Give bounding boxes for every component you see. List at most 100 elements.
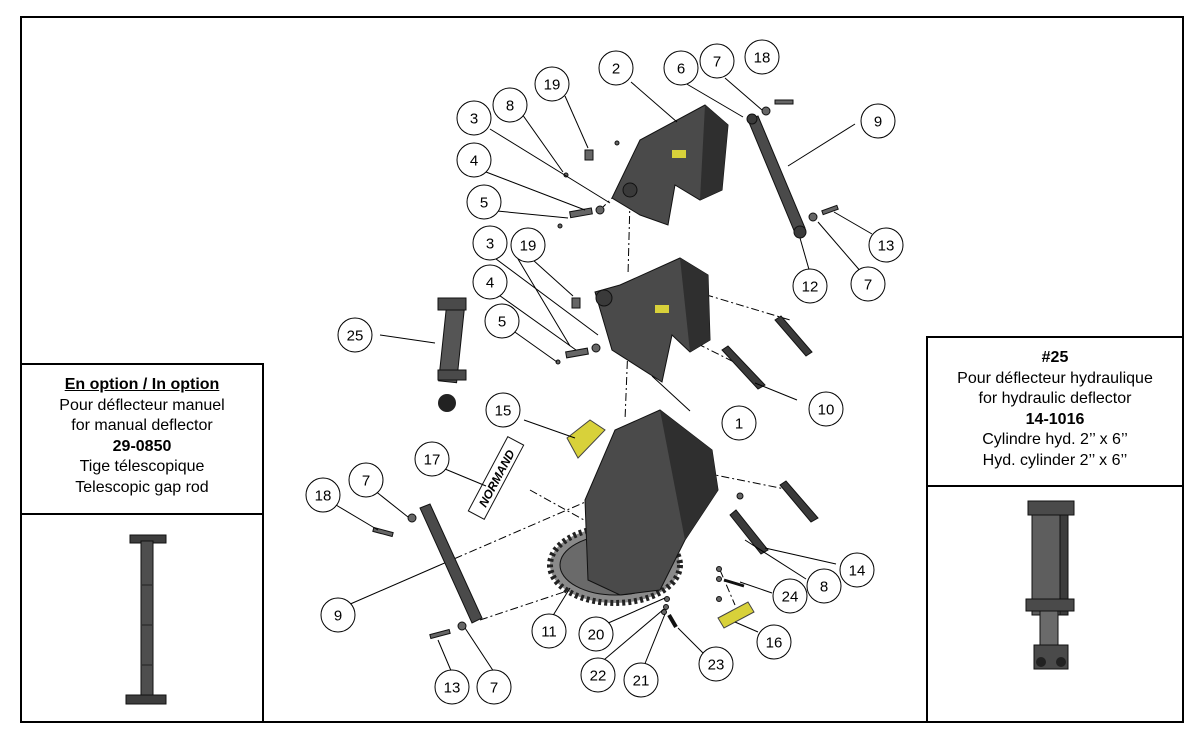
part-yellow-decal [566,419,606,459]
part-yellow-plate [717,601,755,629]
callout-label: 3 [470,111,478,128]
left-option-text: En option / In option Pour déflecteur ma… [22,375,262,498]
callout-label: 13 [878,238,895,255]
right-option-box: #25 Pour déflecteur hydraulique for hydr… [926,336,1184,723]
part-top-deflector [611,104,729,226]
callout-label: 18 [315,488,332,505]
left-option-part-number: 29-0850 [112,437,172,455]
left-option-heading: En option / In option [64,376,220,393]
callout-label: 2 [612,61,620,78]
callout-8: 8 [806,568,842,604]
callout-1: 1 [721,405,757,441]
callout-13: 13 [868,227,904,263]
callout-12: 12 [792,268,828,304]
callout-label: 3 [486,236,494,253]
callout-label: 5 [480,195,488,212]
leader-lines [335,77,873,674]
callout-label: 4 [470,153,478,170]
callout-8: 8 [492,87,528,123]
callout-label: 25 [347,328,364,345]
left-box-divider [22,513,262,515]
callout-7: 7 [850,266,886,302]
callout-label: 1 [735,416,743,433]
callout-15: 15 [485,392,521,428]
part-lower-link [419,503,483,624]
callout-label: 9 [874,114,882,131]
right-option-line4: Hyd. cylinder 2’’ x 6’’ [982,451,1128,469]
callout-19: 19 [510,227,546,263]
callout-20: 20 [578,616,614,652]
callout-2: 2 [598,50,634,86]
left-option-box: En option / In option Pour déflecteur ma… [20,363,264,723]
callout-23: 23 [698,646,734,682]
callout-label: 6 [677,61,685,78]
callout-label: 22 [590,668,607,685]
right-option-line3: Cylindre hyd. 2’’ x 6’’ [982,431,1128,448]
callout-4: 4 [472,264,508,300]
callout-11: 11 [531,613,567,649]
callout-label: 8 [506,98,514,115]
callout-label: 11 [541,624,557,641]
callout-18: 18 [744,39,780,75]
part-blades [721,315,819,555]
part-hydraulic-cylinder [437,297,467,412]
callout-label: 13 [444,680,461,697]
callout-9: 9 [320,597,356,633]
callout-label: 17 [424,452,441,469]
callout-6: 6 [663,50,699,86]
callout-label: 9 [334,608,342,625]
callout-13: 13 [434,669,470,705]
callout-5: 5 [484,303,520,339]
callout-16: 16 [756,624,792,660]
telescopic-rod-image [125,534,167,705]
left-option-line2: for manual deflector [71,417,213,434]
right-option-line2: for hydraulic deflector [978,390,1132,407]
part-normand-decal: NORMAND [467,436,525,520]
callout-label: 18 [754,50,771,67]
callout-14: 14 [839,552,875,588]
callout-label: 7 [713,54,721,71]
part-upper-link [746,113,807,239]
hardware [372,99,839,640]
callout-label: 4 [486,275,494,292]
callout-3: 3 [472,225,508,261]
callout-25: 25 [337,317,373,353]
callout-7: 7 [476,669,512,705]
callout-9: 9 [860,103,896,139]
callout-label: 14 [849,563,866,580]
callout-label: 12 [802,279,819,296]
callout-label: 8 [820,579,828,596]
callout-7: 7 [699,43,735,79]
callout-7: 7 [348,462,384,498]
callout-label: 10 [818,402,835,419]
callout-label: 21 [633,673,650,690]
right-option-text: #25 Pour déflecteur hydraulique for hydr… [928,348,1182,471]
callout-21: 21 [623,662,659,698]
left-option-line3: Tige télescopique [79,458,205,475]
callout-3: 3 [456,100,492,136]
callout-label: 7 [864,277,872,294]
hydraulic-cylinder-image [1025,500,1075,670]
part-middle-deflector [594,257,711,383]
right-box-divider [928,485,1182,487]
right-option-line1: Pour déflecteur hydraulique [957,369,1153,387]
right-option-heading: #25 [1041,349,1069,366]
callout-label: 16 [766,635,783,652]
part-chute-ring [547,409,719,606]
callout-label: 15 [495,403,512,420]
callout-label: 19 [544,77,561,94]
callout-label: 19 [520,238,537,255]
callout-label: 7 [490,680,498,697]
left-option-line4: Telescopic gap rod [75,478,209,496]
callout-17: 17 [414,441,450,477]
callout-label: 23 [708,657,725,674]
callout-19: 19 [534,66,570,102]
callout-5: 5 [466,184,502,220]
callout-10: 10 [808,391,844,427]
callout-4: 4 [456,142,492,178]
left-option-line1: Pour déflecteur manuel [59,396,225,414]
callout-label: 20 [588,627,605,644]
callout-24: 24 [772,578,808,614]
